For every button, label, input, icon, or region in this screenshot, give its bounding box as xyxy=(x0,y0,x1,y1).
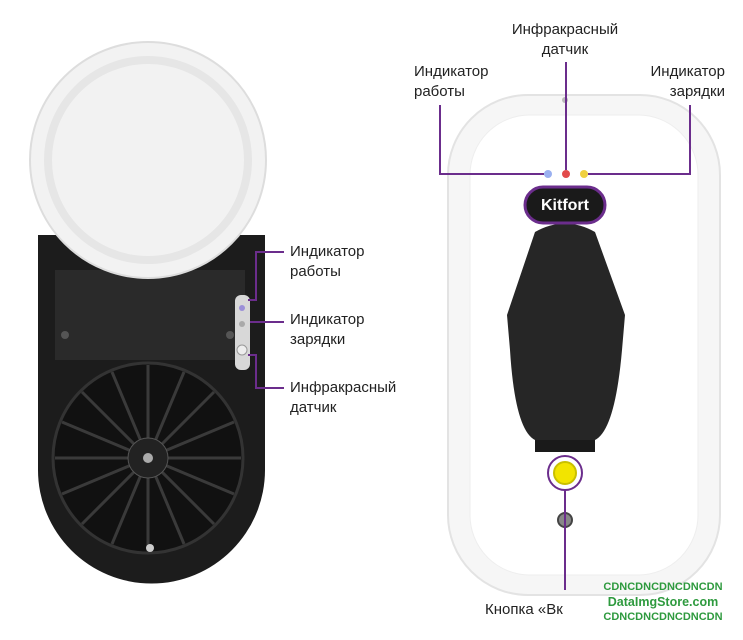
label-work-indicator-right: Индикатор работы xyxy=(414,63,489,100)
power-button xyxy=(553,461,577,485)
watermark: CDNCDNCDNCDNCDN DataImgStore.com CDNCDNC… xyxy=(588,580,738,625)
cleaning-pad xyxy=(29,41,267,279)
label-charge-indicator-left: Индикатор зарядки xyxy=(290,311,365,348)
kitfort-logo: Kitfort xyxy=(541,197,589,214)
label-power-button: Кнопка «Вк xyxy=(485,601,563,618)
watermark-line-3: CDNCDNCDNCDNCDN xyxy=(603,611,723,623)
left-callout-lines xyxy=(248,251,284,389)
label-ir-sensor-left: Инфракрасный датчик xyxy=(290,379,397,416)
label-charge-indicator-right: Индикатор зарядки xyxy=(650,63,726,100)
label-work-indicator-left: Индикатор работы xyxy=(290,243,365,280)
watermark-line-1: CDNCDNCDNCDNCDN xyxy=(603,581,723,593)
right-device xyxy=(447,94,721,596)
watermark-line-2: DataImgStore.com xyxy=(607,595,719,609)
left-device xyxy=(29,41,267,584)
label-ir-sensor-right: Инфракрасный датчик xyxy=(511,21,619,58)
right-callout-lines xyxy=(439,62,691,590)
